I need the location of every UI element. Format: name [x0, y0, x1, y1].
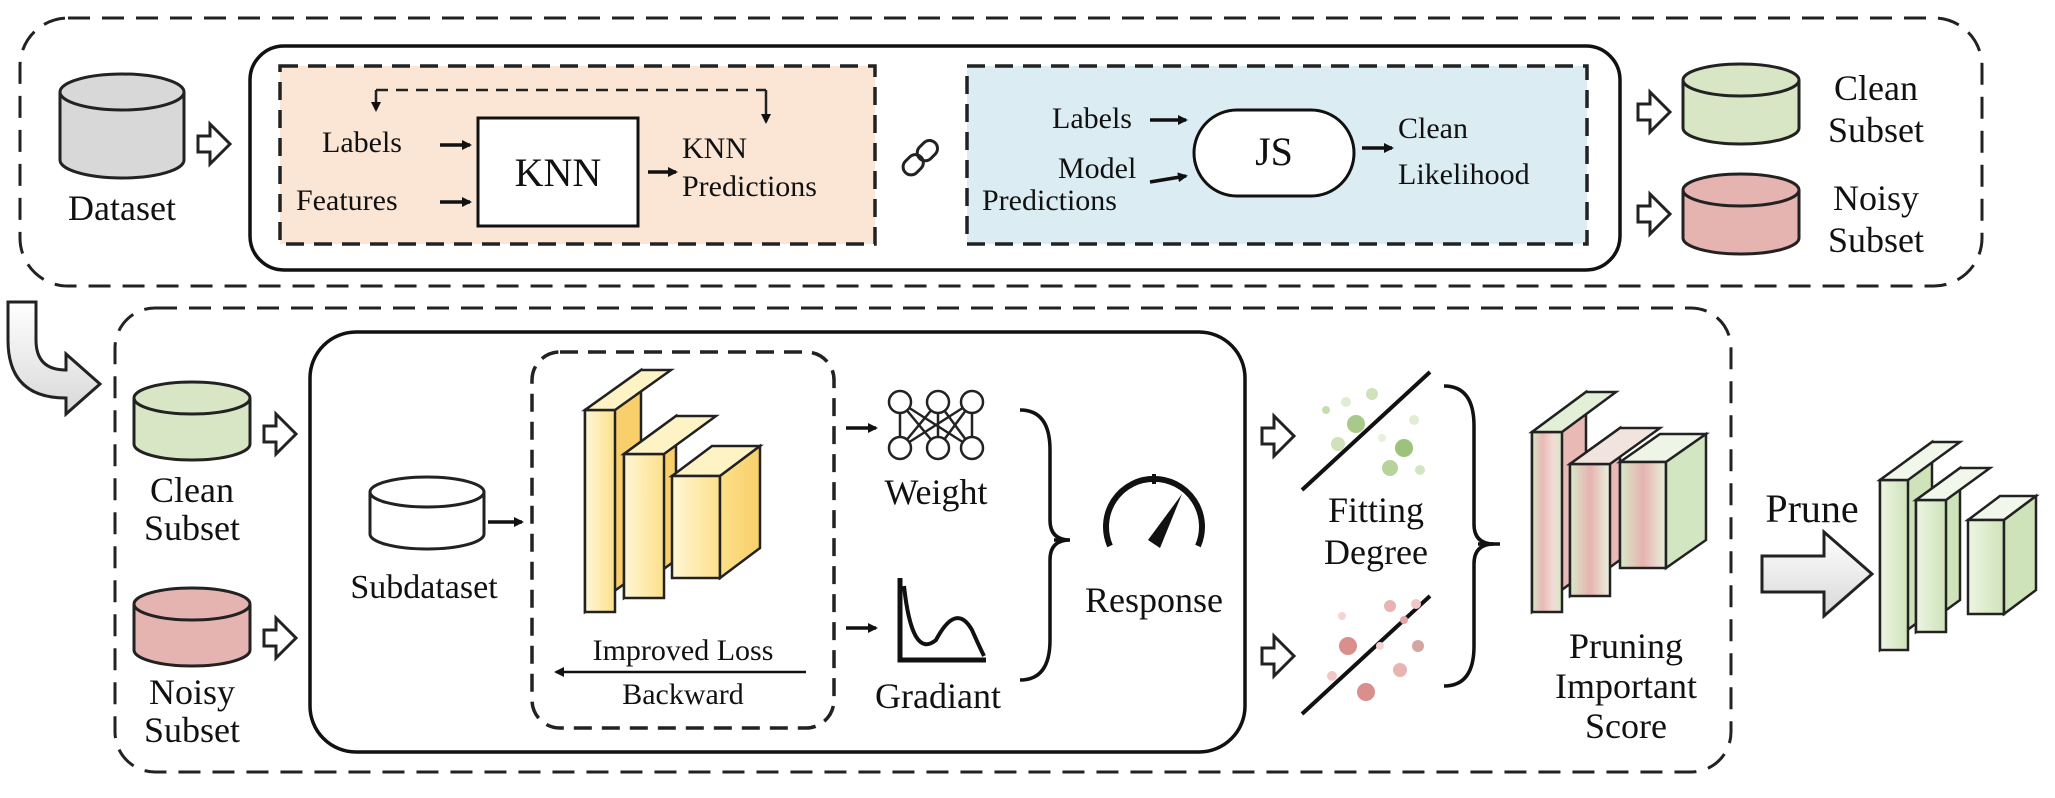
- stage-transition-arrow: [6, 300, 103, 418]
- js-model-line2: Predictions: [982, 184, 1117, 217]
- noisy-subset-cylinder-icon: [1681, 172, 1801, 256]
- flow-arrow: [1636, 190, 1673, 238]
- clean-fitting-scatter-icon: [1300, 370, 1432, 492]
- flow-arrow: [262, 614, 299, 662]
- bracket: [1019, 408, 1071, 682]
- clean-subset-cylinder-icon: [1681, 62, 1801, 146]
- stage2-frame: [113, 306, 1733, 774]
- score-label-1: Pruning: [1569, 626, 1683, 666]
- clean-subset-label-1: Clean: [1834, 68, 1918, 108]
- js-output-line2: Likelihood: [1398, 158, 1530, 191]
- fitting-label-1: Fitting: [1328, 490, 1424, 530]
- noisy-subset-label-1: Noisy: [1833, 178, 1919, 218]
- flow-arrow: [1636, 88, 1673, 136]
- backward-label: Backward: [622, 678, 744, 711]
- clean-input-label-1: Clean: [150, 470, 234, 510]
- knn-output-line2: Predictions: [682, 170, 817, 203]
- noisy-subset-cylinder-icon: [132, 586, 252, 668]
- network-model-icon: [581, 367, 764, 615]
- js-box: [1192, 108, 1356, 198]
- js-labels-input: Labels: [1052, 102, 1132, 135]
- noisy-input-label-2: Subset: [144, 710, 240, 750]
- js-output-line1: Clean: [1398, 112, 1468, 145]
- knn-labels-input: Labels: [322, 126, 402, 159]
- prune-label: Prune: [1765, 486, 1858, 531]
- knn-features-input: Features: [296, 184, 398, 217]
- subdataset-cylinder-icon: [368, 475, 486, 551]
- clean-subset-cylinder-icon: [132, 380, 252, 462]
- score-label-2: Important: [1555, 666, 1697, 706]
- fitting-label-2: Degree: [1324, 532, 1428, 572]
- stage1-frame: [18, 16, 1984, 288]
- bracket: [1443, 384, 1495, 688]
- noisy-fitting-scatter-icon: [1300, 594, 1432, 716]
- subdataset-label: Subdataset: [350, 569, 498, 606]
- score-label-3: Score: [1585, 706, 1667, 746]
- response-label: Response: [1085, 580, 1223, 620]
- improved-loss-label: Improved Loss: [593, 634, 774, 667]
- knn-output-line1: KNN: [682, 132, 747, 165]
- noisy-input-label-1: Noisy: [149, 672, 235, 712]
- dataset-label: Dataset: [68, 188, 176, 228]
- dataset-cylinder-icon: [58, 72, 186, 180]
- noisy-subset-label-2: Subset: [1828, 220, 1924, 260]
- pruning-score-layers-icon: [1528, 389, 1710, 615]
- flow-arrow: [196, 120, 233, 168]
- link-icon: [901, 139, 939, 177]
- gauge-icon: [1103, 474, 1205, 548]
- knn-box: [476, 116, 640, 228]
- flow-arrow: [1260, 632, 1297, 680]
- clean-input-label-2: Subset: [144, 508, 240, 548]
- js-model-line1: Model: [1058, 152, 1136, 185]
- flow-arrow: [1260, 412, 1297, 460]
- pruned-model-icon: [1876, 439, 2040, 653]
- prune-arrow: [1760, 528, 1875, 620]
- flow-arrow: [262, 410, 299, 458]
- weight-label: Weight: [884, 472, 987, 512]
- gradient-label: Gradiant: [875, 676, 1001, 716]
- gradient-curve-icon: [897, 578, 986, 663]
- knn-box-label: KNN: [515, 150, 602, 195]
- clean-subset-label-2: Subset: [1828, 110, 1924, 150]
- neural-network-weight-icon: [887, 389, 985, 461]
- js-box-label: JS: [1255, 129, 1293, 174]
